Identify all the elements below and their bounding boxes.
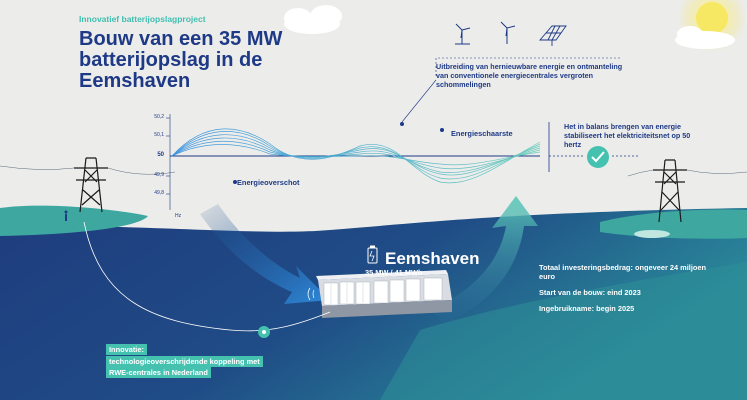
signal-icon [258, 326, 270, 338]
tick-label: 49,8 [154, 190, 164, 196]
tick-label: 50,2 [154, 114, 164, 120]
frequency-wave [171, 128, 541, 184]
innovation-heading: Innovatie: [106, 344, 147, 355]
renewables-note: Uitbreiding van hernieuwbare energie en … [436, 62, 623, 89]
pylon-icon [74, 157, 108, 213]
wind-turbine-icon [455, 23, 471, 45]
fact-investment: Totaal investeringsbedrag: ongeveer 24 m… [539, 263, 707, 281]
check-icon [587, 146, 609, 168]
battery-icon [367, 245, 378, 264]
facts-list: Totaal investeringsbedrag: ongeveer 24 m… [539, 263, 709, 320]
fact-construction-start: Start van de bouw: eind 2023 [539, 288, 641, 297]
tick-label: 49,9 [154, 172, 164, 178]
figure-icon [64, 210, 68, 221]
pylon-icon [653, 159, 687, 223]
shortage-arrow [430, 196, 538, 324]
battery-container-icon [316, 270, 452, 318]
battery-capacity: 35 MW / 41 MWh [365, 268, 423, 277]
solar-panel-icon [539, 25, 567, 46]
wind-turbine-icon [500, 21, 516, 44]
innovation-text: technologieoverschrijdende koppeling met… [106, 356, 276, 378]
battery-name: Eemshaven [385, 249, 480, 268]
balance-note: Het in balans brengen van energie stabil… [564, 122, 691, 149]
unit-label: Hz [175, 213, 182, 219]
signal-icon [307, 287, 315, 301]
page-title: Bouw van een 35 MW batterijopslag in de … [79, 28, 283, 92]
kicker: Innovatief batterijopslagproject [79, 14, 206, 24]
tick-label: 50,1 [154, 132, 164, 138]
surplus-arrow [200, 204, 330, 304]
fact-commissioning: Ingebruikname: begin 2025 [539, 304, 635, 313]
cloud-icon [284, 5, 735, 49]
innovation-body: technologieoverschrijdende koppeling met… [106, 356, 263, 378]
tick-label: 50 [157, 152, 164, 158]
shortage-label: Energieschaarste [451, 129, 513, 138]
surplus-label: Energieoverschot [237, 178, 300, 187]
